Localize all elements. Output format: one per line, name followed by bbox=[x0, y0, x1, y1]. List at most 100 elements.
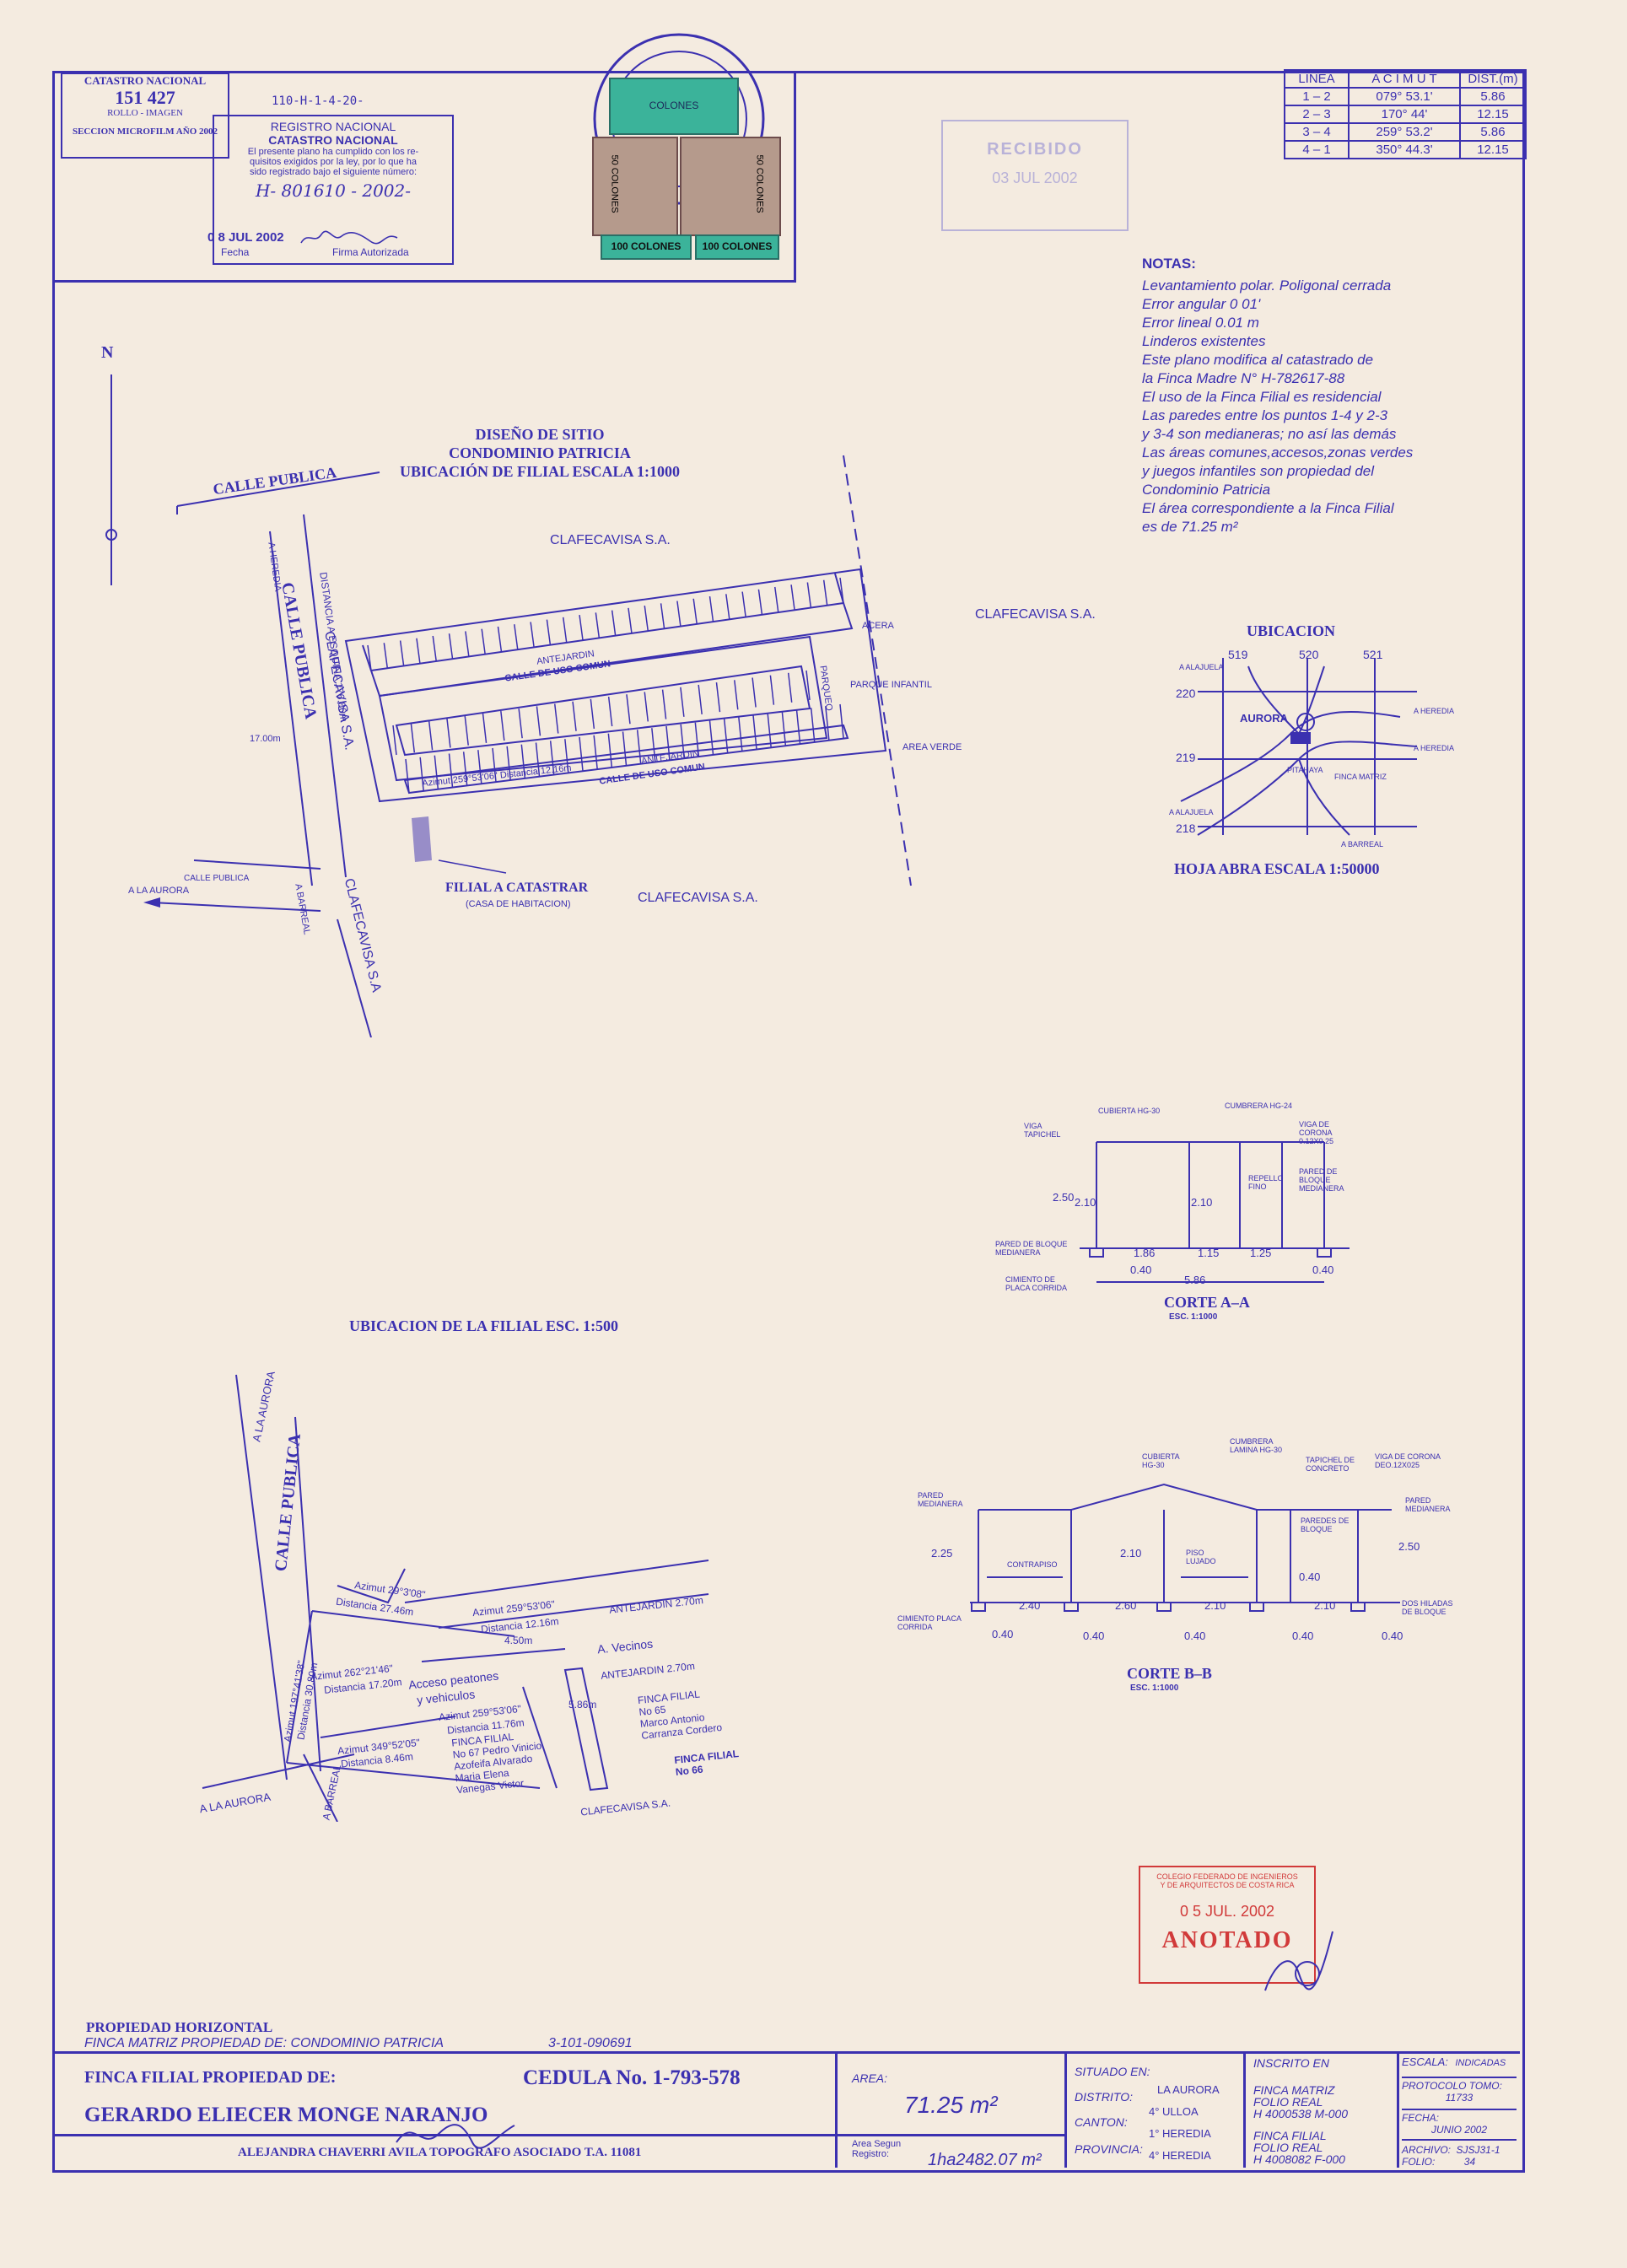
catastro-stamp: CATASTRO NACIONAL 151 427 ROLLO - IMAGEN… bbox=[61, 73, 229, 159]
aa-dim: 2.10 bbox=[1191, 1196, 1213, 1209]
bb-contrapiso: CONTRAPISO bbox=[1007, 1560, 1058, 1569]
note-line: Levantamiento polar. Poligonal cerrada bbox=[1142, 277, 1392, 294]
azimuth-cell: 12.15 bbox=[1459, 140, 1527, 159]
azimuth-cell: 5.86 bbox=[1459, 87, 1527, 106]
folio-value: 34 bbox=[1463, 2156, 1476, 2168]
lot-divider bbox=[738, 717, 743, 752]
escala-cell: ESCALA: INDICADAS bbox=[1402, 2055, 1517, 2078]
azimuth-cell: 170° 44' bbox=[1348, 105, 1461, 124]
bb-dim: 0.40 bbox=[992, 1628, 1014, 1640]
situado-label: SITUADO EN: bbox=[1075, 2065, 1150, 2078]
corte-aa-scale: ESC. 1:1000 bbox=[1169, 1312, 1218, 1322]
aa-dim: 2.10 bbox=[1075, 1196, 1096, 1209]
fecha-value: JUNIO 2002 bbox=[1430, 2124, 1488, 2136]
azimuth-cell: 350° 44.3' bbox=[1348, 140, 1461, 159]
lot-divider bbox=[665, 725, 671, 761]
finca-filial-label-2: FINCA FILIAL bbox=[1253, 2129, 1327, 2142]
lot-divider bbox=[593, 735, 598, 769]
lot-divider bbox=[660, 603, 665, 629]
bb-dos-hiladas: DOS HILADAS DE BLOQUE bbox=[1402, 1599, 1453, 1616]
azimuth-cell: 4 – 1 bbox=[1284, 140, 1350, 159]
lot-divider bbox=[651, 728, 656, 762]
lot-divider bbox=[514, 624, 519, 650]
bb-cimiento: CIMIENTO PLACA CORRIDA bbox=[897, 1614, 962, 1631]
lot-divider bbox=[383, 643, 389, 669]
lot-divider bbox=[757, 589, 763, 615]
lot-divider bbox=[535, 742, 541, 777]
lot-divider bbox=[448, 633, 454, 660]
propiedad-horizontal: PROPIEDAD HORIZONTAL bbox=[86, 2019, 273, 2035]
protocolo-value: 11733 bbox=[1445, 2092, 1473, 2104]
cedula-juridica: 3-101-090691 bbox=[548, 2036, 633, 2050]
lot-divider bbox=[579, 736, 584, 772]
fiscal-bottom-left-label: 100 COLONES bbox=[611, 240, 682, 252]
site-title-1: DISEÑO DE SITIO bbox=[475, 426, 605, 443]
catastro-line1: CATASTRO NACIONAL bbox=[84, 74, 207, 87]
bb-dim: 2.50 bbox=[1398, 1540, 1420, 1553]
corte-aa-drawing bbox=[1080, 1141, 1350, 1283]
bb-dim: 0.40 bbox=[1083, 1630, 1105, 1642]
note-line: es de 71.25 m² bbox=[1142, 519, 1238, 535]
aurora-value: LA AURORA bbox=[1157, 2083, 1220, 2096]
lot-divider bbox=[795, 709, 801, 744]
lot-divider bbox=[448, 753, 454, 788]
footer-frame bbox=[52, 2051, 1520, 2170]
filial-500-drawing bbox=[202, 1374, 709, 1822]
bb-pared-medianera-l: PARED MEDIANERA bbox=[918, 1491, 963, 1508]
aa-repello: REPELLO FINO bbox=[1248, 1174, 1284, 1191]
bb-dim: 2.40 bbox=[1019, 1599, 1041, 1612]
map-alajuela-2: A ALAJUELA bbox=[1169, 808, 1214, 816]
lot-divider bbox=[520, 744, 526, 778]
provincia-label: PROVINCIA: bbox=[1075, 2142, 1143, 2156]
lot-divider bbox=[546, 619, 552, 645]
colegio-line2: Y DE ARQUITECTOS DE COSTA RICA bbox=[1160, 1881, 1295, 1889]
map-left-label: 218 bbox=[1176, 822, 1196, 835]
lot-divider bbox=[434, 755, 439, 789]
note-line: Error lineal 0.01 m bbox=[1142, 315, 1259, 331]
lot-divider bbox=[680, 724, 685, 758]
lot-divider bbox=[692, 598, 698, 624]
lot-divider bbox=[839, 577, 844, 604]
lot-divider bbox=[626, 694, 631, 725]
lot-divider bbox=[446, 718, 451, 748]
bb-dim: 2.10 bbox=[1120, 1547, 1142, 1560]
footer-hline-left bbox=[52, 2134, 1064, 2136]
topografo-signature bbox=[396, 2124, 515, 2149]
note-line: y 3-4 son medianeras; no así las demás bbox=[1142, 426, 1397, 442]
map-alajuela-1: A ALAJUELA bbox=[1179, 663, 1224, 671]
bb-pared-medianera-r: PARED MEDIANERA bbox=[1405, 1496, 1451, 1513]
lot-divider bbox=[708, 720, 714, 755]
lot-divider bbox=[774, 586, 779, 613]
lot-divider bbox=[607, 733, 613, 768]
fecha-cell: FECHA: JUNIO 2002 bbox=[1402, 2112, 1517, 2141]
distrito-value: 4° ULLOA bbox=[1149, 2105, 1199, 2118]
lot-divider bbox=[481, 628, 486, 655]
folio-real-2: FOLIO REAL bbox=[1253, 2141, 1323, 2154]
azimuth-cell: 1 – 2 bbox=[1284, 87, 1350, 106]
folio-real-1: FOLIO REAL bbox=[1253, 2095, 1323, 2109]
location-map bbox=[1180, 658, 1418, 836]
bb-dim: 2.10 bbox=[1204, 1599, 1226, 1612]
calle-publica-small: CALLE PUBLICA bbox=[184, 874, 250, 883]
lot-divider bbox=[462, 752, 468, 786]
lot-divider bbox=[810, 708, 816, 742]
protocolo-label: PROTOCOLO TOMO: bbox=[1402, 2080, 1502, 2092]
aa-dim: 1.25 bbox=[1250, 1247, 1272, 1259]
lot-divider bbox=[628, 607, 633, 633]
aa-dim: 5.86 bbox=[1184, 1274, 1206, 1286]
azimuth-cell: 259° 53.2' bbox=[1348, 122, 1461, 142]
azimuth-cell: 2 – 3 bbox=[1284, 105, 1350, 124]
note-line: El uso de la Finca Filial es residencial bbox=[1142, 389, 1382, 405]
lot-divider bbox=[611, 610, 617, 636]
lot-divider bbox=[497, 626, 503, 653]
note-line: El área correspondiente a la Finca Filia… bbox=[1142, 500, 1394, 516]
fiscal-right-label: 50 COLONES bbox=[754, 154, 765, 213]
lot-divider bbox=[787, 672, 793, 703]
lot-divider bbox=[549, 741, 555, 775]
aa-pared-bloque: PARED DE BLOQUE MEDIANERA bbox=[1299, 1167, 1344, 1193]
area-registro-label1: Area Segun bbox=[852, 2139, 902, 2149]
note-line: Error angular 0 01' bbox=[1142, 296, 1261, 312]
a-la-aurora-site: A LA AURORA bbox=[128, 886, 190, 896]
registro-text3: sido registrado bajo el siguiente número… bbox=[249, 167, 418, 177]
